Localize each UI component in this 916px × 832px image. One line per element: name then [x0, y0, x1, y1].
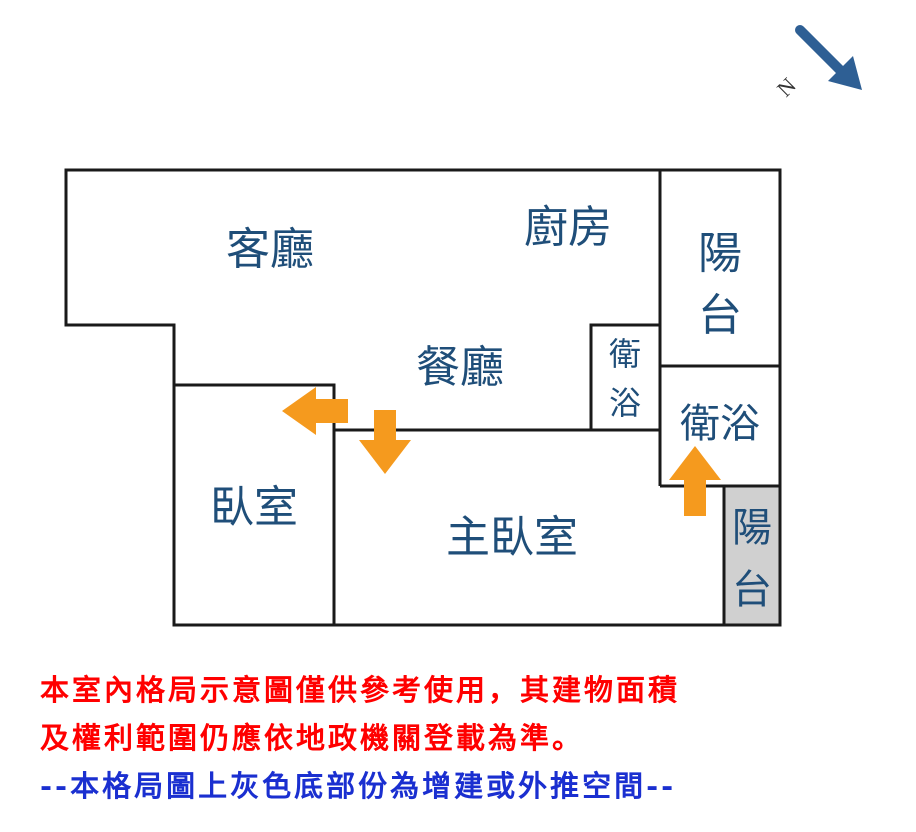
- balcony-addition-area: [722, 484, 782, 627]
- room-label-bathroom-small-2: 浴: [609, 384, 641, 422]
- room-label-bedroom: 臥室: [210, 482, 298, 533]
- floor-plan: N 客廳 廚房 餐廳 臥室 主臥室 衛 浴 衛浴 陽 台 陽 台: [64, 25, 862, 627]
- door-arrow-bedroom: [282, 387, 348, 435]
- notice-line-2: 及權利範圍仍應依地政機關登載為準。: [40, 721, 585, 755]
- compass-label: N: [772, 73, 801, 102]
- addition-note: --本格局圖上灰色底部份為增建或外推空間--: [40, 769, 677, 803]
- room-label-kitchen: 廚房: [524, 202, 612, 253]
- room-label-balcony-bottom-1: 陽: [732, 505, 772, 551]
- room-label-bathroom: 衛浴: [680, 401, 760, 447]
- door-arrow-master-bedroom: [359, 410, 411, 474]
- room-label-dining-room: 餐廳: [416, 342, 504, 393]
- room-label-balcony-top-2: 台: [698, 290, 742, 341]
- notice-line-1: 本室內格局示意圖僅供參考使用，其建物面積: [40, 673, 681, 707]
- room-label-balcony-bottom-2: 台: [732, 567, 772, 613]
- room-label-bathroom-small-1: 衛: [609, 335, 641, 373]
- outer-wall: [64, 168, 782, 627]
- room-label-balcony-top-1: 陽: [698, 228, 742, 279]
- north-arrow-icon: [795, 25, 862, 90]
- room-label-master-bedroom: 主臥室: [446, 512, 578, 563]
- room-label-living-room: 客廳: [226, 224, 314, 275]
- door-arrow-bathroom: [669, 446, 721, 516]
